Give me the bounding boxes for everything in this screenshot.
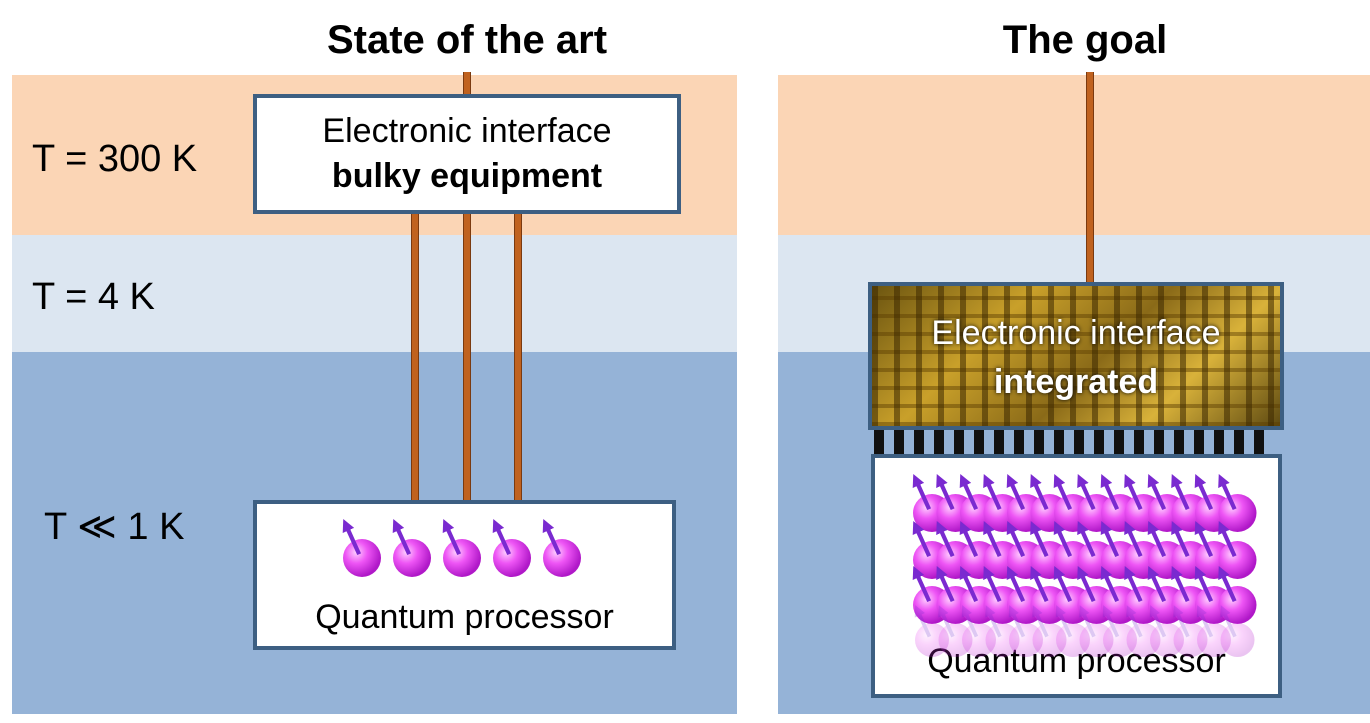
qubit-icon (1079, 605, 1114, 657)
qubit-icon (1126, 605, 1161, 657)
temp-label-300k: T = 300 K (32, 138, 198, 180)
right-band-300k (778, 75, 1370, 235)
left-wire-3 (514, 210, 522, 505)
right-interface-line2: integrated (993, 363, 1159, 401)
qubit-icon (1173, 605, 1208, 657)
qubit-icon (1196, 605, 1231, 657)
left-wire-top (463, 72, 471, 98)
left-interface-line2: bulky equipment (331, 157, 603, 195)
qubit-icon (961, 605, 996, 657)
left-qubit-row (342, 519, 581, 577)
qubit-icon (1149, 605, 1184, 657)
qubit-icon (1218, 521, 1257, 579)
qubit-icon (985, 605, 1020, 657)
qubit-icon (342, 519, 381, 577)
temp-label-1k: T ≪ 1 K (44, 506, 185, 548)
left-wire-2 (463, 210, 471, 505)
qubit-icon (1102, 605, 1137, 657)
qubit-icon (1055, 605, 1090, 657)
qubit-icon (1032, 605, 1067, 657)
left-wire-1 (411, 210, 419, 505)
qubit-icon (442, 519, 481, 577)
left-electronic-interface-box: Electronic interface bulky equipment (253, 94, 681, 214)
temp-label-4k: T = 4 K (32, 276, 155, 318)
left-band-4k (12, 235, 737, 352)
left-interface-line1: Electronic interface (322, 112, 612, 150)
qubit-icon (492, 519, 531, 577)
qubit-icon (1220, 605, 1255, 657)
qubit-icon (392, 519, 431, 577)
left-processor-label: Quantum processor (315, 598, 614, 636)
left-panel-title: State of the art (326, 18, 608, 62)
right-interface-line1: Electronic interface (931, 314, 1221, 352)
right-panel-title: The goal (1002, 18, 1168, 62)
qubit-icon (1218, 474, 1257, 532)
right-integrated-chip: Electronic interface integrated (868, 282, 1284, 430)
left-quantum-processor-box: Quantum processor (253, 500, 676, 650)
right-wire (1086, 72, 1094, 287)
qubit-icon (542, 519, 581, 577)
chip-connector-pins (874, 430, 1274, 456)
qubit-icon (1008, 605, 1043, 657)
qubit-icon (938, 605, 973, 657)
right-qubit-grid (912, 474, 1257, 657)
qubit-icon (914, 605, 949, 657)
